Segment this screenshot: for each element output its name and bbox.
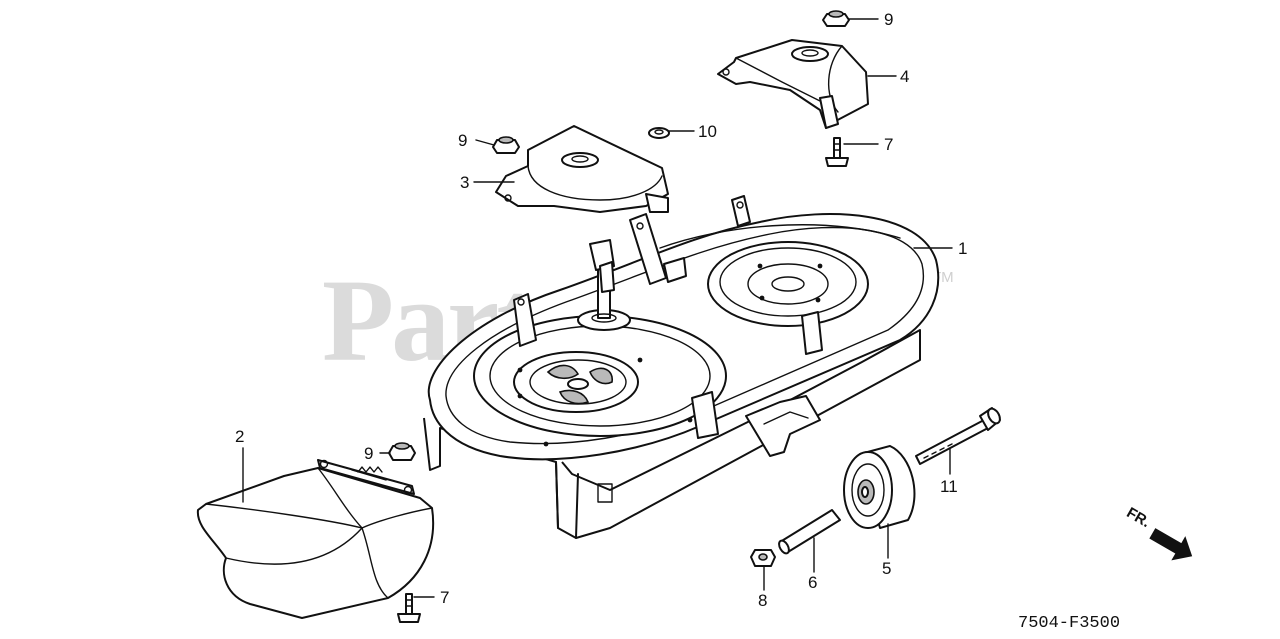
pulley-cover-right [717,39,869,129]
callout-2: 2 [235,427,244,446]
callout-11: 11 [940,477,958,496]
callout-1: 1 [958,239,967,258]
callout-7-bottom: 7 [440,588,449,607]
roller-bolt [915,407,1001,465]
washer-10 [648,127,670,139]
front-arrow-icon [1149,528,1193,561]
nut-8 [750,549,776,567]
bolt-7-top [825,137,849,167]
callout-7-top: 7 [884,135,893,154]
callout-4: 4 [900,67,909,86]
roller [843,445,916,529]
bolt-7-bottom [397,593,421,623]
front-direction-indicator: FR. [1124,504,1193,561]
callout-9-top: 9 [884,10,893,29]
nut-9-left [492,136,520,154]
discharge-chute [196,459,435,619]
callout-8: 8 [758,591,767,610]
nut-9-chute [388,442,416,461]
leader-lines [242,18,953,598]
callout-5: 5 [882,559,891,578]
callout-6: 6 [808,573,817,592]
front-label: FR. [1124,504,1153,531]
mower-deck [423,195,940,539]
callout-3: 3 [460,173,469,192]
roller-shaft [778,509,841,555]
diagram-code: 7504-F3500 [1018,614,1120,633]
callout-9-left: 9 [458,131,467,150]
nut-9-top [822,10,850,27]
callout-10: 10 [698,122,717,141]
callout-9-chute: 9 [364,444,373,463]
pulley-cover-left [495,125,669,213]
